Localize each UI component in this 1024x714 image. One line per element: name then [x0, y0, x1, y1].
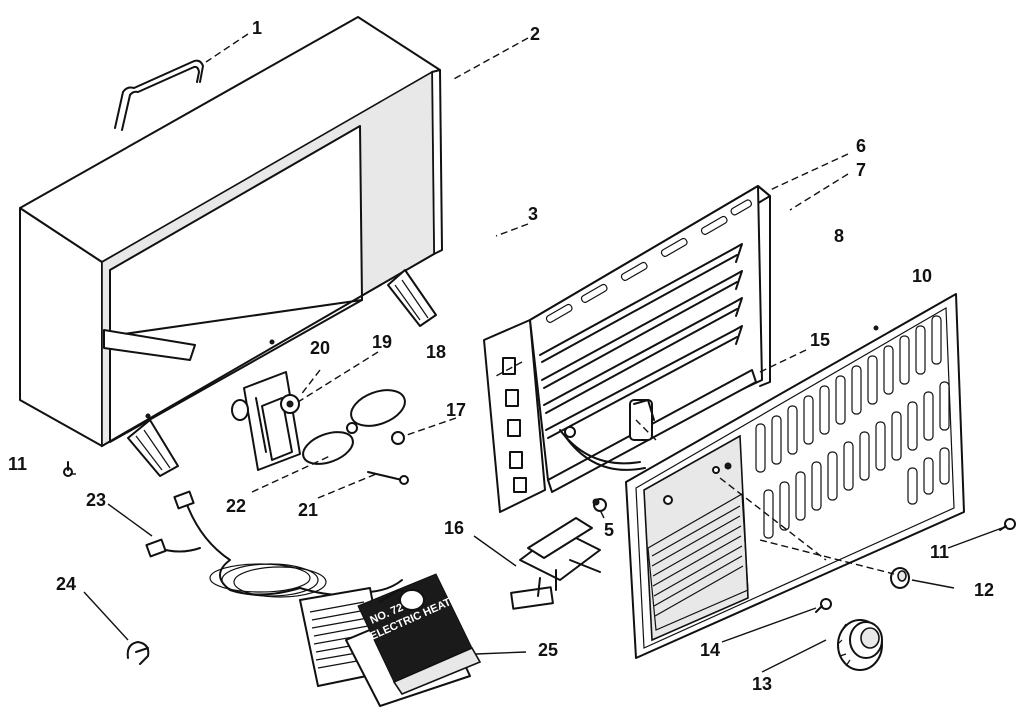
callout-5: 5	[604, 520, 614, 540]
product-box: NO. 72 ELECTRIC HEATER	[345, 573, 482, 707]
callout-11-left: 11	[8, 454, 27, 474]
callout-8: 8	[834, 226, 844, 246]
callout-21: 21	[298, 500, 318, 520]
callout-3: 3	[528, 204, 538, 224]
callout-11-right: 11	[930, 542, 949, 562]
callout-18: 18	[426, 342, 446, 362]
callout-numbers: 1 2 3 5 6 7 8 10 11 11 12 13 14 15 16 17…	[8, 18, 994, 694]
callout-16: 16	[444, 518, 464, 538]
callout-14: 14	[700, 640, 720, 660]
power-cord	[145, 490, 403, 598]
callout-1: 1	[252, 18, 262, 38]
small-fitting-part	[592, 498, 607, 512]
callout-12: 12	[974, 580, 994, 600]
callout-20: 20	[310, 338, 330, 358]
control-knob	[837, 619, 883, 671]
motor-part	[231, 371, 301, 471]
callout-2: 2	[530, 24, 540, 44]
clip-part	[126, 641, 150, 665]
leader-lines	[70, 33, 1003, 673]
fan-blade-part	[302, 389, 406, 465]
callout-7: 7	[856, 160, 866, 180]
callout-25: 25	[538, 640, 558, 660]
front-grille-panel	[625, 293, 965, 659]
handle-part	[114, 59, 204, 131]
shaft-part	[367, 471, 409, 485]
callout-13: 13	[752, 674, 772, 694]
callout-23: 23	[86, 490, 106, 510]
callout-19: 19	[372, 332, 392, 352]
callout-17: 17	[446, 400, 466, 420]
nut-part	[890, 567, 910, 589]
callout-6: 6	[856, 136, 866, 156]
screw-part	[63, 431, 1016, 613]
callout-10: 10	[912, 266, 932, 286]
cabinet-housing	[19, 16, 443, 477]
callout-15: 15	[810, 330, 830, 350]
callout-24: 24	[56, 574, 76, 594]
switch-part	[510, 517, 601, 610]
heating-element-assembly	[483, 185, 771, 513]
callout-22: 22	[226, 496, 246, 516]
